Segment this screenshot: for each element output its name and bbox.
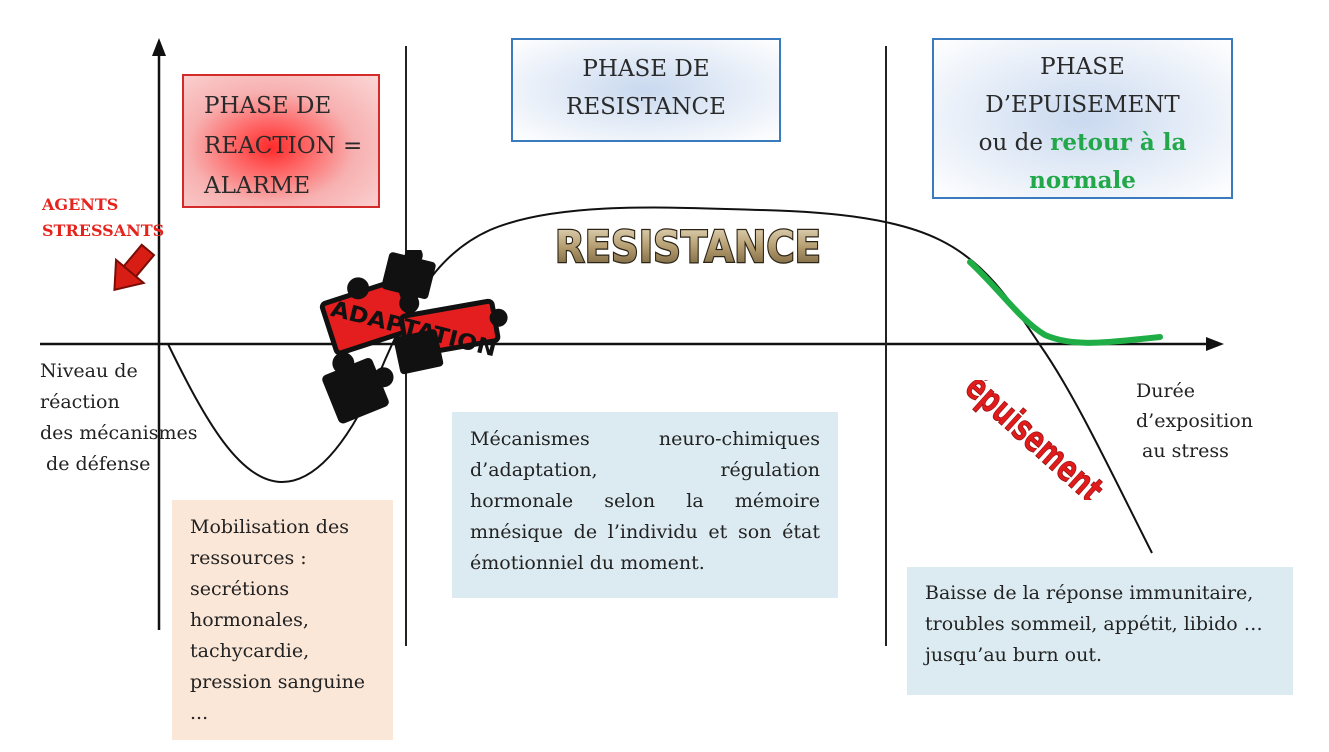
info-box-alarm: Mobilisation des ressources : secrétions…: [172, 500, 393, 740]
info-res-line-4: mnésique de l’individu et son état: [470, 521, 820, 543]
y-axis-label-line-4: de défense: [40, 453, 151, 475]
x-axis-label: Durée d’exposition au stress: [1136, 376, 1253, 466]
phase-reaction-line-2: REACTION =: [204, 133, 363, 159]
info-alarm-line-5: tachycardie,: [190, 640, 310, 662]
info-alarm-line-1: Mobilisation des: [190, 516, 349, 538]
info-alarm-line-6: pression sanguine: [190, 671, 366, 693]
info-box-resistance: Mécanismes neuro-chimiques d’adaptation,…: [452, 412, 838, 598]
resistance-logo: RESISTANCE: [554, 222, 823, 272]
phase-reaction-line-3: ALARME: [204, 173, 311, 199]
y-axis-label-line-1: Niveau de: [40, 360, 138, 382]
resistance-logo-text: RESISTANCE: [555, 222, 821, 272]
phase-epuisement-prefix: ou de: [978, 130, 1051, 156]
return-to-normal-curve: [967, 259, 1163, 346]
phase-epuisement-box: PHASE D’EPUISEMENT ou de retour à la nor…: [932, 38, 1233, 199]
info-res-line-1: Mécanismes neuro-chimiques: [470, 428, 820, 450]
info-alarm-line-3: secrétions: [190, 578, 290, 600]
x-axis-label-line-1: Durée: [1136, 380, 1196, 402]
info-res-line-3: hormonale selon la mémoire: [470, 490, 820, 512]
agents-line-1: AGENTS: [42, 195, 119, 214]
phase-resistance-line-2: RESISTANCE: [566, 94, 726, 120]
phase-reaction-box: PHASE DE REACTION = ALARME: [182, 74, 380, 208]
info-epu-line-2: troubles sommeil, appétit, libido …: [925, 613, 1263, 635]
epuisement-stamp: épuisement: [957, 380, 1112, 500]
info-res-line-5: émotionniel du moment.: [470, 552, 705, 574]
agents-stressants-label: AGENTS STRESSANTS: [42, 192, 164, 244]
info-epu-line-3: jusqu’au burn out.: [925, 644, 1103, 666]
puzzle-piece-black-3: [322, 352, 394, 424]
phase-epuisement-line-3: ou de retour à la: [934, 124, 1231, 162]
info-box-epuisement: Baisse de la réponse immunitaire, troubl…: [907, 567, 1293, 695]
adaptation-puzzle-icon: ADAPTATION: [319, 250, 508, 424]
epuisement-stamp-text: épuisement: [957, 380, 1111, 500]
x-axis-label-line-2: d’exposition: [1136, 410, 1253, 432]
y-axis-arrowhead: [152, 38, 166, 56]
phase-resistance-line-1: PHASE DE: [582, 56, 710, 82]
y-axis-label-line-2: réaction: [40, 391, 120, 413]
puzzle-piece-black-1: [381, 250, 436, 300]
phase-resistance-box: PHASE DE RESISTANCE: [511, 38, 781, 142]
phase-reaction-line-1: PHASE DE: [204, 93, 332, 119]
phase-epuisement-line-1: PHASE: [1040, 54, 1125, 80]
info-alarm-line-2: ressources :: [190, 547, 307, 569]
phase-epuisement-green-1: retour à la: [1050, 129, 1187, 156]
info-alarm-line-7: ...: [190, 702, 209, 724]
y-axis-label-line-3: des mécanismes: [40, 422, 198, 444]
x-axis-arrowhead: [1206, 337, 1224, 351]
info-epu-line-1: Baisse de la réponse immunitaire,: [925, 582, 1254, 604]
x-axis-label-line-3: au stress: [1136, 440, 1229, 462]
puzzle-piece-red-1: [319, 277, 420, 356]
stress-response-curve: [167, 206, 1153, 554]
agents-line-2: STRESSANTS: [42, 221, 165, 240]
phase-epuisement-line-2: D’EPUISEMENT: [985, 92, 1180, 118]
phase-epuisement-green-2: normale: [1029, 167, 1136, 194]
info-alarm-line-4: hormonales,: [190, 609, 309, 631]
info-res-line-2: d’adaptation, régulation: [470, 459, 820, 481]
puzzle-piece-black-2: [393, 329, 444, 375]
y-axis-label: Niveau de réaction des mécanismes de déf…: [40, 356, 198, 480]
stress-arrow-icon: [113, 243, 156, 292]
